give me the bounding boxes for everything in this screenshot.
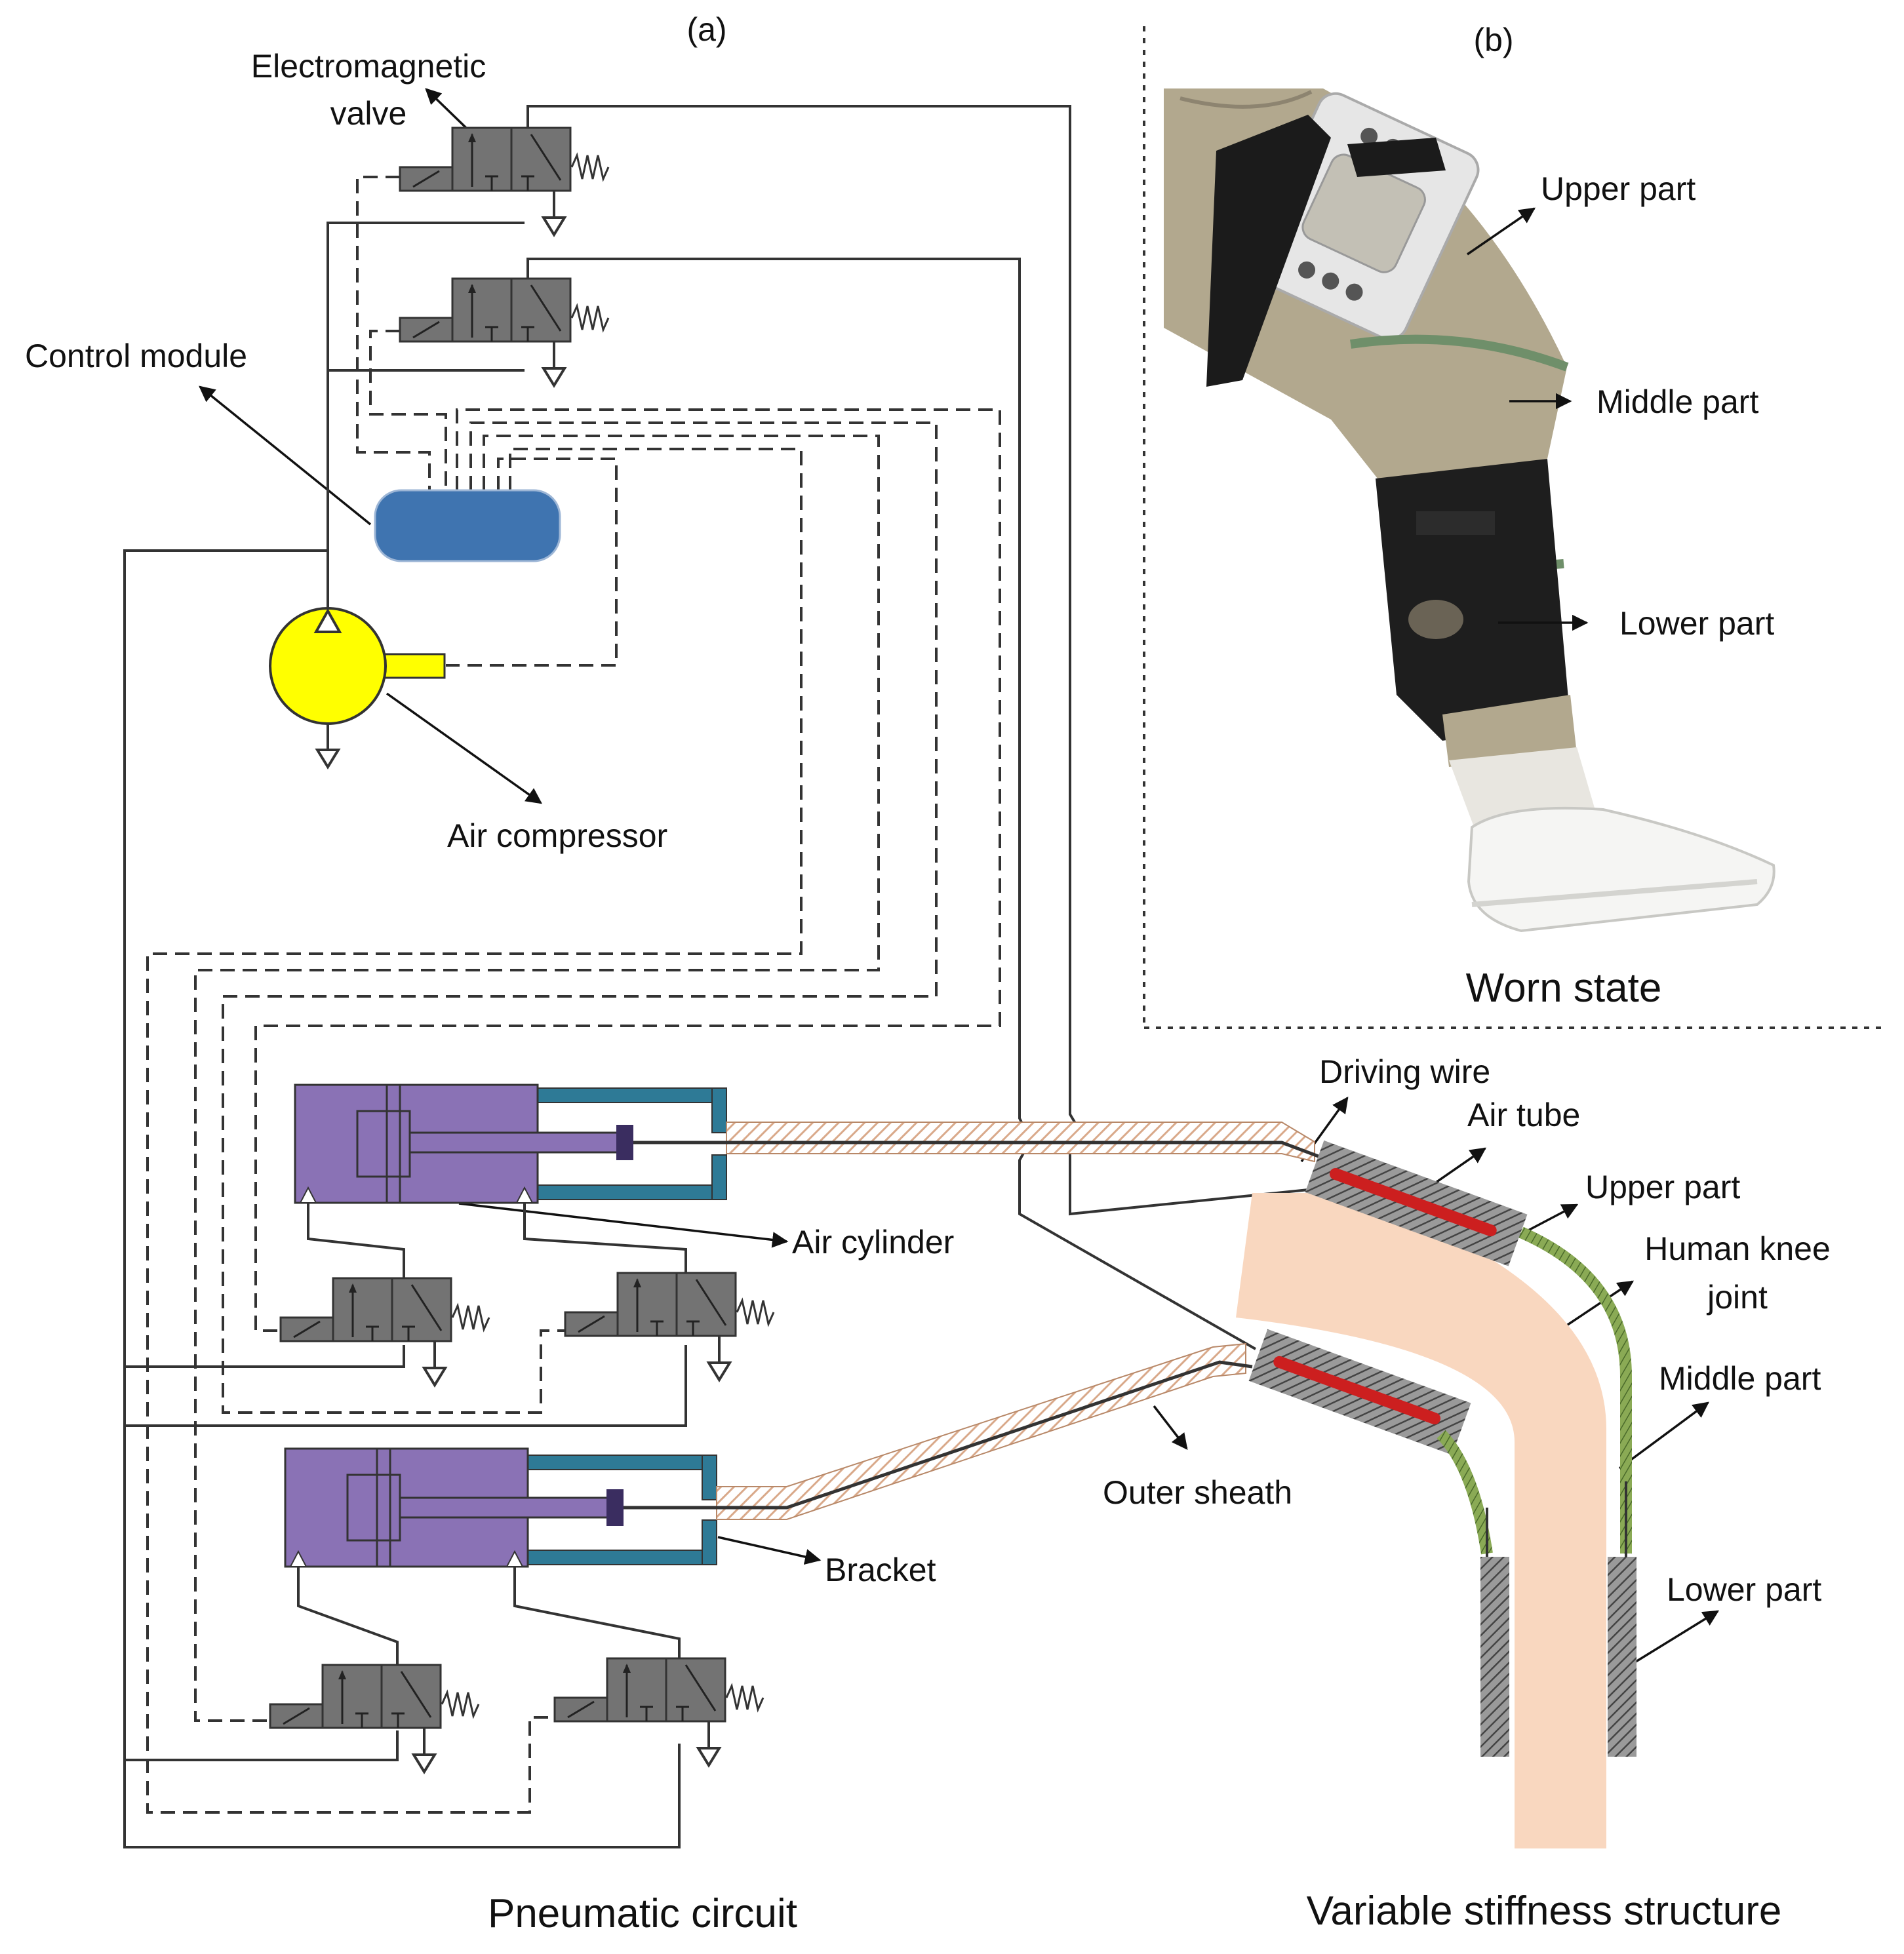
worn-upper-part-label: Upper part bbox=[1541, 170, 1696, 207]
dashed-signal-lines bbox=[146, 176, 1001, 1814]
solid-air-lines bbox=[123, 105, 1328, 1848]
panel-a-label: (a) bbox=[686, 11, 726, 48]
outer-sheath-lower bbox=[624, 1342, 1253, 1520]
air-compressor-label: Air compressor bbox=[447, 817, 667, 854]
electromagnetic-valve-5 bbox=[269, 1664, 480, 1773]
human-knee-label-line1: Human knee bbox=[1644, 1230, 1831, 1267]
electromagnetic-valve-3 bbox=[279, 1277, 490, 1386]
electromagnetic-valve-1 bbox=[399, 127, 610, 236]
human-knee-label-line2: joint bbox=[1706, 1279, 1768, 1316]
worn-middle-part-label: Middle part bbox=[1597, 383, 1758, 420]
label-arrows bbox=[199, 88, 1720, 1663]
electromagnetic-valve-4 bbox=[564, 1272, 775, 1381]
air-cylinder-label: Air cylinder bbox=[792, 1224, 954, 1260]
variable-stiffness-caption: Variable stiffness structure bbox=[1307, 1888, 1782, 1934]
panel-b-label: (b) bbox=[1473, 22, 1513, 58]
pneumatic-circuit-caption: Pneumatic circuit bbox=[488, 1891, 797, 1936]
worn-state-caption: Worn state bbox=[1466, 966, 1662, 1011]
worn-state-photo bbox=[1164, 88, 1775, 933]
variable-stiffness-structure bbox=[1236, 1140, 1636, 1848]
vs-middle-part-label: Middle part bbox=[1659, 1360, 1821, 1397]
valve-label-line1: Electromagnetic bbox=[251, 48, 486, 85]
outer-sheath-label: Outer sheath bbox=[1103, 1474, 1292, 1511]
vs-lower-part-label: Lower part bbox=[1667, 1571, 1821, 1608]
bracket-label: Bracket bbox=[825, 1552, 936, 1588]
worn-label-arrows bbox=[1467, 207, 1589, 631]
vs-upper-part-label: Upper part bbox=[1585, 1169, 1740, 1205]
air-compressor bbox=[269, 607, 446, 768]
driving-wire-label: Driving wire bbox=[1319, 1053, 1490, 1090]
control-module-label: Control module bbox=[25, 338, 247, 374]
air-cylinder-1 bbox=[294, 1084, 727, 1204]
control-module bbox=[374, 489, 561, 562]
electromagnetic-valve-6 bbox=[553, 1657, 764, 1767]
worn-lower-part-label: Lower part bbox=[1619, 605, 1774, 642]
outer-sheath-upper bbox=[633, 1122, 1364, 1175]
air-tube-label: Air tube bbox=[1467, 1097, 1580, 1133]
valve-label-line2: valve bbox=[330, 95, 407, 132]
air-cylinder-2 bbox=[284, 1447, 717, 1568]
